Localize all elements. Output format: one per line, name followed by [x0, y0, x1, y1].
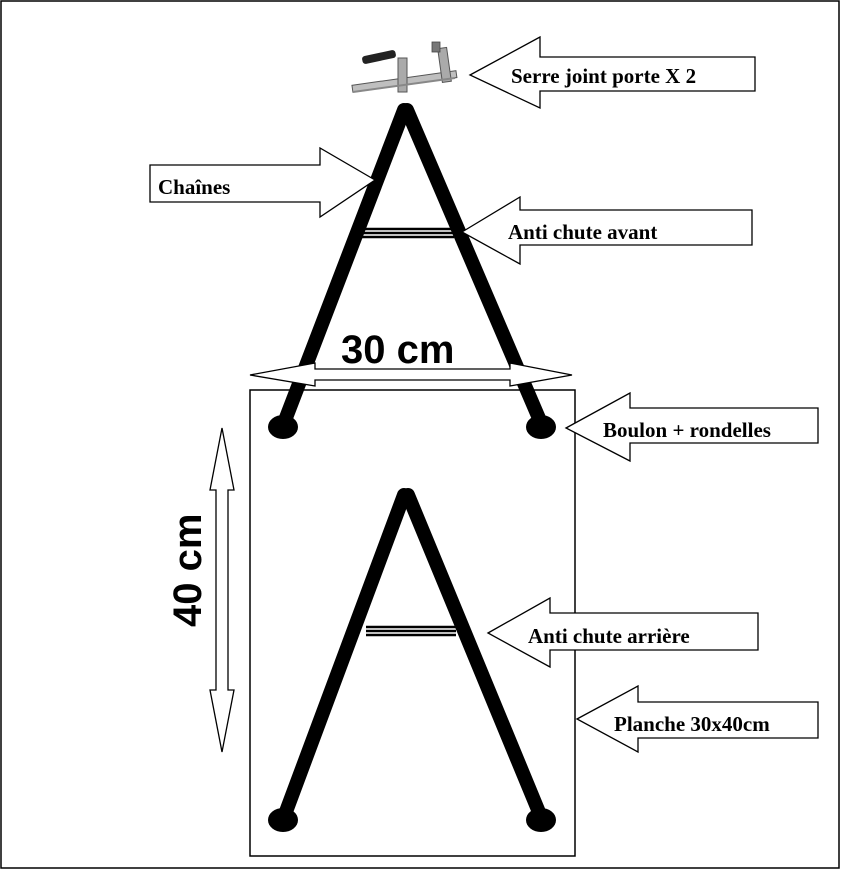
board-label: Planche 30x40cm: [614, 712, 770, 736]
rear-guard-callout-arrow: [486, 596, 759, 669]
clamp-icon: [351, 41, 458, 93]
bolt-left-bottom: [268, 808, 298, 832]
rear-guard-bar: [366, 625, 456, 637]
bolt-left-top: [268, 415, 298, 439]
front-guard-bar: [362, 227, 454, 239]
bolt-right-top: [526, 415, 556, 439]
height-dimension-arrow: [209, 427, 235, 753]
bolt-label: Boulon + rondelles: [603, 418, 771, 442]
front-guard-callout-arrow: [460, 195, 753, 266]
width-dimension-label: 30 cm: [341, 328, 454, 372]
board-callout-arrow: [575, 684, 819, 754]
bolt-right-bottom: [526, 808, 556, 832]
lower-a-frame: [268, 488, 556, 832]
rear-guard-label: Anti chute arrière: [528, 624, 690, 648]
width-dimension-arrow: [249, 362, 573, 387]
front-guard-label: Anti chute avant: [508, 220, 657, 244]
height-dimension-label: 40 cm: [166, 514, 210, 627]
clamp-callout-arrow: [468, 35, 756, 110]
clamp-label: Serre joint porte X 2: [511, 64, 696, 88]
chains-label: Chaînes: [158, 175, 230, 199]
bolt-callout-arrow: [564, 391, 819, 463]
chains-callout-arrow: [149, 146, 377, 219]
